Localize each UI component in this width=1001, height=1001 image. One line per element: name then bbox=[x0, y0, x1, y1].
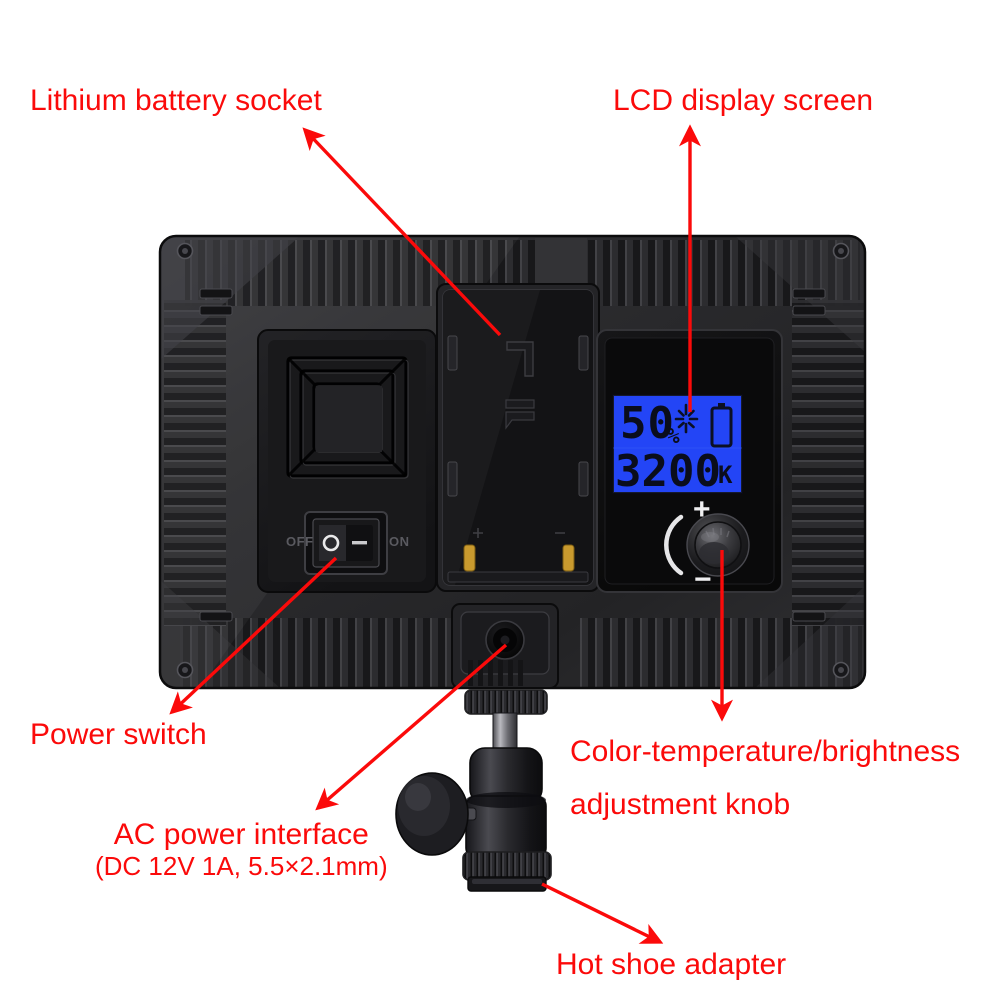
callout-text: Color-temperature/brightness bbox=[570, 735, 961, 768]
lcd-temperature-value: 3200 bbox=[615, 446, 721, 497]
tightening-knob[interactable] bbox=[395, 772, 477, 856]
lcd-brightness-value: 50 bbox=[620, 398, 675, 449]
callout-label-power-switch: Power switch bbox=[30, 718, 207, 752]
callout-text: LCD display screen bbox=[613, 84, 874, 117]
hot-shoe-adapter[interactable] bbox=[395, 689, 552, 892]
brightness-sun-icon bbox=[674, 403, 699, 434]
callout-label-lithium-battery-socket: Lithium battery socket bbox=[30, 84, 322, 118]
callout-subtext: (DC 12V 1A, 5.5×2.1mm) bbox=[95, 850, 388, 881]
callout-label-lcd-display-screen: LCD display screen bbox=[613, 84, 873, 118]
knob-plus-label: + bbox=[693, 493, 711, 526]
lcd-brightness-unit: % bbox=[667, 424, 680, 448]
callout-label-ac-power-interface: AC power interface (DC 12V 1A, 5.5×2.1mm… bbox=[95, 818, 388, 881]
lcd-display-screen bbox=[612, 394, 743, 494]
power-switch[interactable] bbox=[304, 511, 388, 575]
switch-off-label: OFF bbox=[286, 534, 314, 549]
arrow-ac-power-interface bbox=[315, 643, 508, 811]
knob-minus-label: − bbox=[694, 563, 712, 596]
callout-text: Lithium battery socket bbox=[30, 84, 322, 117]
arrow-lithium-battery-socket bbox=[302, 127, 502, 337]
lcd-temperature-unit: K bbox=[718, 461, 733, 489]
lithium-battery-socket[interactable] bbox=[436, 283, 600, 592]
callout-label-hot-shoe-adapter: Hot shoe adapter bbox=[556, 948, 786, 982]
switch-on-label: ON bbox=[389, 534, 410, 549]
callout-text: AC power interface bbox=[113, 818, 369, 851]
corner-screws bbox=[176, 242, 850, 679]
rotation-arc-icon bbox=[664, 514, 684, 576]
switch-on-symbol bbox=[352, 541, 367, 545]
callout-label-color-temperature-brightness-knob: Color-temperature/brightness adjustment … bbox=[570, 726, 960, 831]
adjustment-knob[interactable] bbox=[664, 513, 750, 577]
callout-subtext: adjustment knob bbox=[570, 787, 791, 821]
battery-contact-negative bbox=[562, 544, 575, 572]
switch-off-symbol bbox=[322, 534, 340, 552]
callout-text: Hot shoe adapter bbox=[556, 948, 787, 981]
arrow-hot-shoe-adapter bbox=[541, 882, 664, 944]
arrow-power-switch bbox=[169, 556, 338, 715]
callout-text: Power switch bbox=[30, 718, 207, 751]
battery-level-icon bbox=[710, 403, 733, 448]
battery-contact-positive bbox=[463, 544, 476, 572]
